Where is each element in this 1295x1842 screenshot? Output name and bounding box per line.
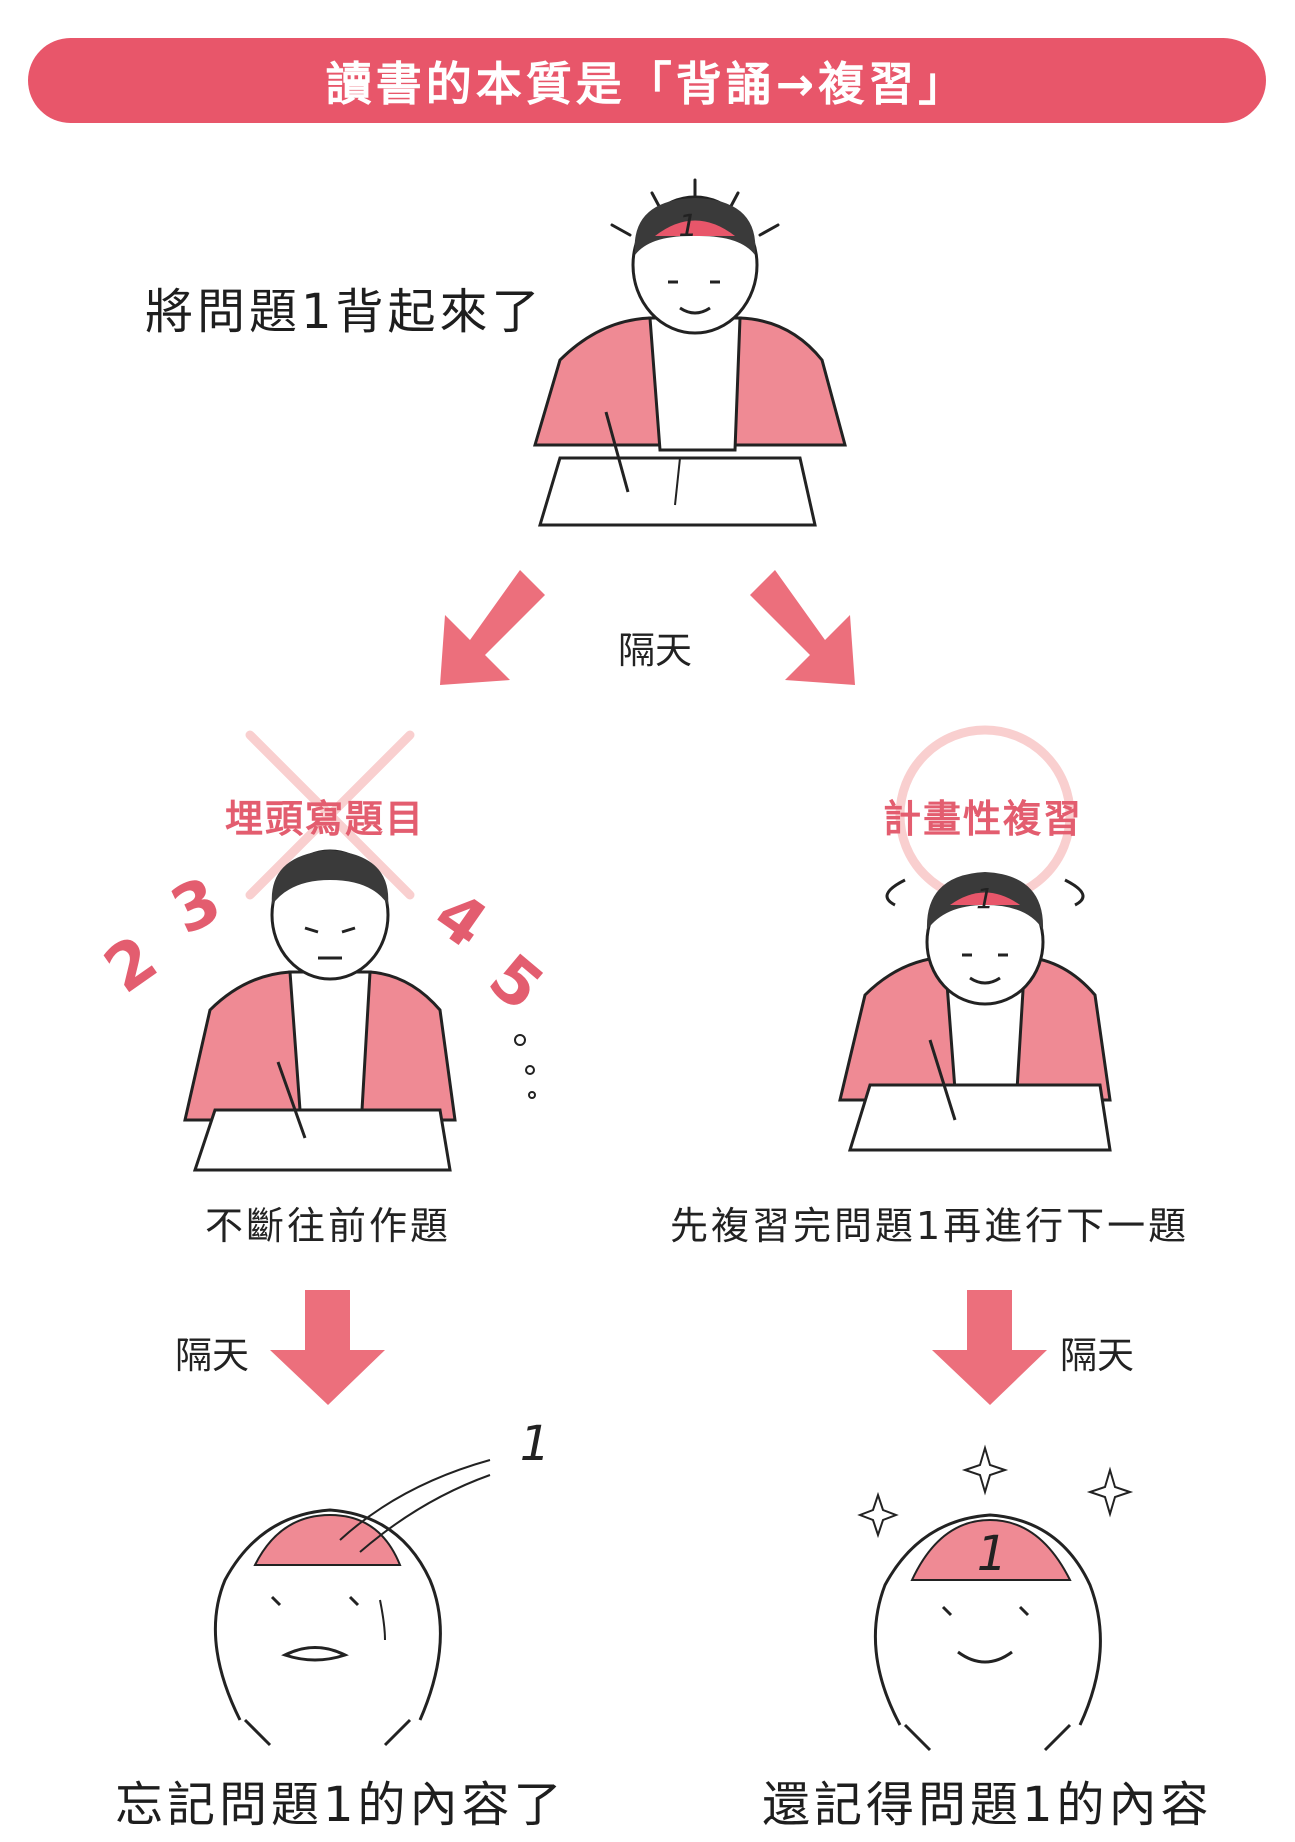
cap-number-right: 1 <box>976 882 994 915</box>
x-mark <box>245 730 415 900</box>
flying-number: 1 <box>520 1416 551 1472</box>
left-action-label: 不斷往前作題 <box>205 1204 452 1248</box>
arrow-down-left-2 <box>270 1290 385 1405</box>
left-brain-face <box>213 1459 491 1747</box>
digit-3: 3 <box>160 864 232 950</box>
top-student-figure <box>532 178 847 527</box>
left-result-label: 忘記問題1的內容了 <box>115 1777 566 1833</box>
digit-2: 2 <box>92 922 171 1008</box>
cap-number-top: 1 <box>678 209 697 244</box>
page-title: 讀書的本質是「背誦→複習」 <box>325 56 969 111</box>
right-student-figure <box>838 872 1112 1152</box>
next-day-label-right: 隔天 <box>1060 1334 1134 1377</box>
digit-4: 4 <box>421 877 500 963</box>
digit-5: 5 <box>475 941 557 1026</box>
right-brain-face <box>857 1444 1134 1752</box>
next-day-label-left: 隔天 <box>175 1334 249 1377</box>
right-heading: 計畫性複習 <box>883 797 1084 841</box>
arrow-down-left <box>440 570 545 685</box>
brain-number-right: 1 <box>977 1526 1008 1582</box>
right-action-label: 先複習完問題1再進行下一題 <box>670 1204 1190 1248</box>
left-heading: 埋頭寫題目 <box>225 797 426 841</box>
memorized-label: 將問題1背起來了 <box>145 284 544 340</box>
left-student-figure <box>183 849 536 1172</box>
arrow-down-right-2 <box>932 1290 1047 1405</box>
right-result-label: 還記得問題1的內容 <box>762 1777 1213 1833</box>
title-banner: 讀書的本質是「背誦→複習」 <box>28 38 1266 123</box>
arrow-down-right <box>750 570 855 685</box>
next-day-label-top: 隔天 <box>618 629 692 672</box>
